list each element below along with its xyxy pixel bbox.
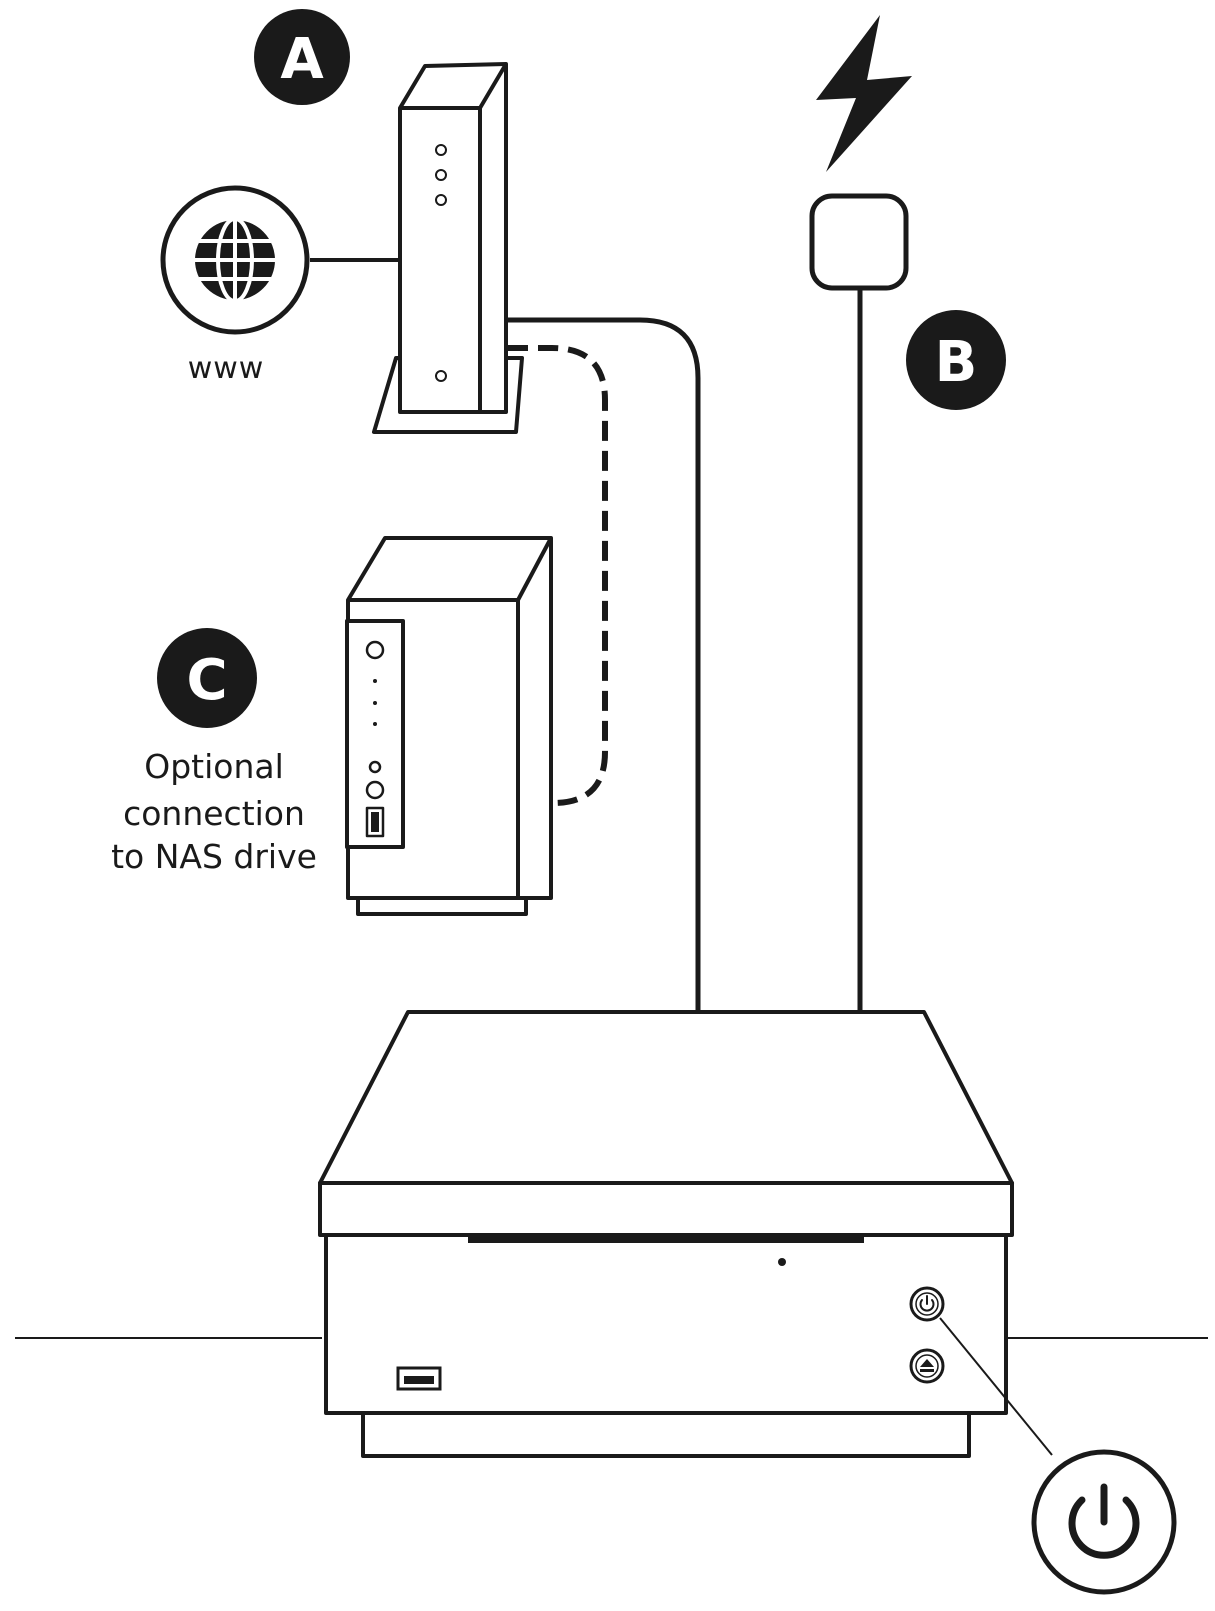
power-button[interactable] — [909, 1286, 945, 1322]
nas-label-line-3: to NAS drive — [111, 837, 317, 876]
disc-slot — [468, 1235, 864, 1243]
media-player — [318, 1010, 1014, 1458]
badge-c: C — [157, 628, 257, 728]
lightning-bolt-icon — [816, 15, 912, 172]
router-to-nas-dashed-cable — [508, 345, 608, 806]
power-callout-line — [939, 1317, 1053, 1456]
nas-drive — [345, 536, 553, 916]
badge-a: A — [254, 9, 350, 105]
nas-label-line-1: Optional — [144, 747, 284, 786]
power-icon — [919, 1295, 935, 1312]
badge-b: B — [906, 310, 1006, 410]
router-to-player-cable — [508, 317, 701, 1012]
eject-icon — [920, 1359, 934, 1372]
badge-a-letter: A — [280, 27, 324, 92]
router — [372, 62, 524, 434]
globe-icon — [160, 185, 310, 335]
indicator-light — [778, 1258, 786, 1266]
power-outlet — [809, 193, 909, 291]
badge-b-letter: B — [935, 330, 978, 395]
www-label: www — [188, 351, 265, 386]
eject-button[interactable] — [909, 1348, 945, 1384]
power-icon-magnified — [1031, 1449, 1177, 1595]
usb-port-icon[interactable] — [396, 1366, 442, 1391]
badge-c-letter: C — [186, 648, 227, 713]
nas-label-line-2: connection — [123, 794, 305, 833]
